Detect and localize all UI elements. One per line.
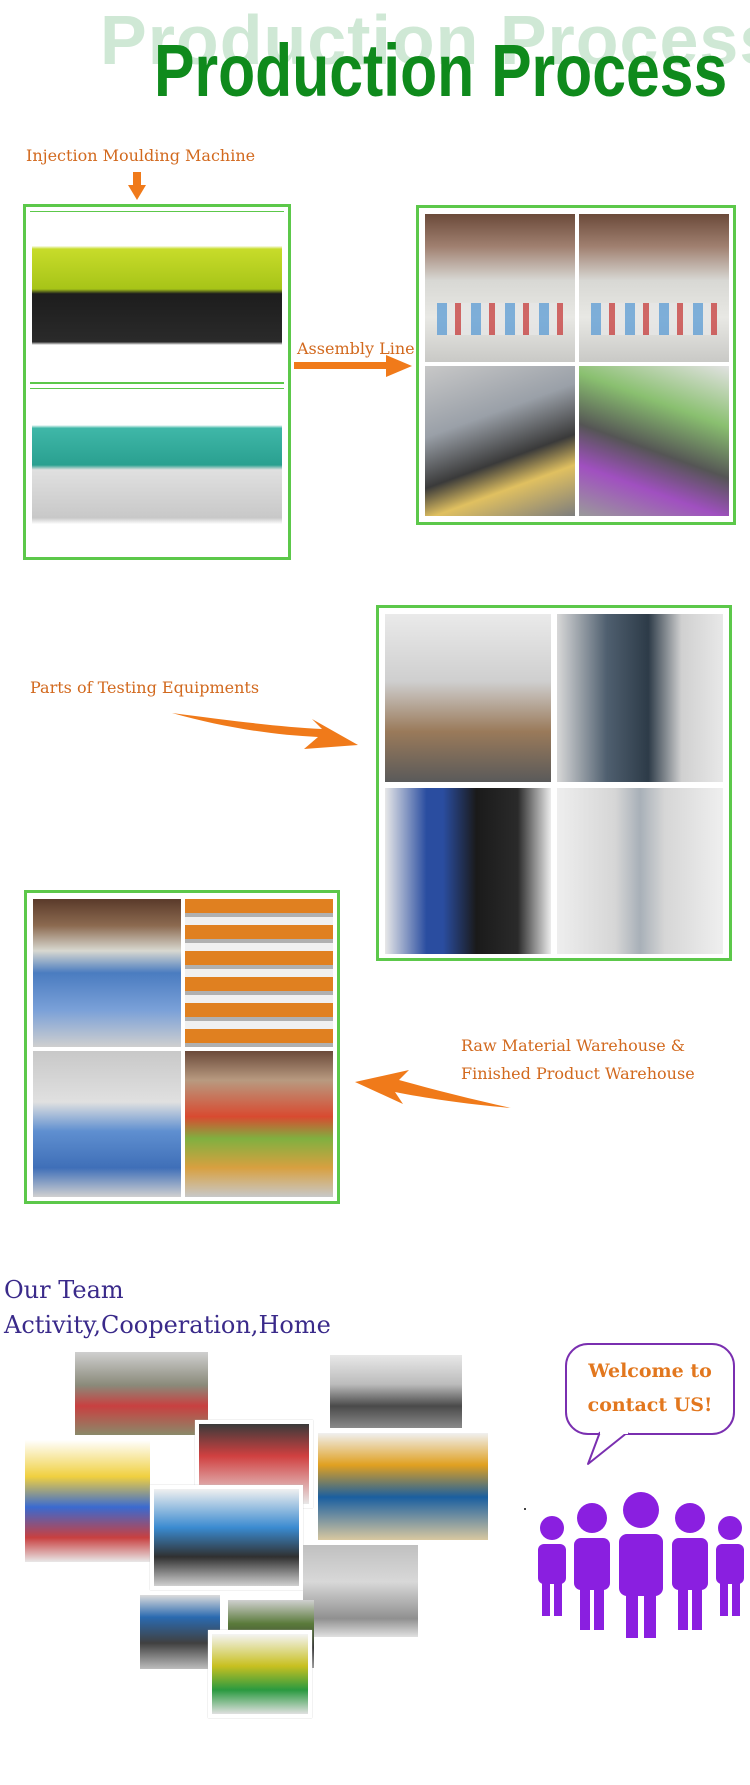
left-arrow-icon (355, 1070, 511, 1108)
assembly-photo-1 (425, 214, 575, 362)
team-photo-household-expo (318, 1433, 488, 1540)
warehouse-photo-2 (185, 899, 333, 1047)
injection-machines-frame (23, 204, 291, 560)
team-photo-hiking (75, 1352, 208, 1435)
team-photo-expo-booth (25, 1440, 150, 1562)
contact-line1: Welcome to (588, 1360, 712, 1382)
injection-label: Injection Moulding Machine (26, 146, 256, 165)
warehouse-frame (24, 890, 340, 1204)
team-photo-fair (208, 1630, 312, 1718)
testing-photo-3 (385, 788, 551, 954)
right-arrow-icon (294, 355, 412, 377)
warehouse-photo-3 (33, 1051, 181, 1197)
speech-bubble-icon (565, 1343, 735, 1465)
testing-label: Parts of Testing Equipments (30, 678, 260, 697)
team-heading: Our Team (4, 1276, 124, 1304)
testing-photo-4 (557, 788, 723, 954)
people-group-icon (538, 1492, 744, 1638)
injection-machine-photo-2 (32, 393, 282, 553)
title-shadow: Production Process (100, 1, 750, 79)
down-arrow-icon (128, 172, 146, 200)
assembly-line-frame (416, 205, 736, 525)
warehouse-photo-4 (185, 1051, 333, 1197)
warehouse-photo-1 (33, 899, 181, 1047)
warehouse-label-line2: Finished Product Warehouse (461, 1064, 695, 1083)
page-title: Production Process (154, 29, 728, 112)
warehouse-label-line1: Raw Material Warehouse & (461, 1036, 686, 1055)
assembly-label: Assembly Line (297, 339, 415, 358)
team-photo-outdoor (330, 1355, 462, 1428)
right-arrow-icon (172, 713, 358, 749)
contact-line2: contact US! (587, 1394, 713, 1416)
assembly-photo-2 (579, 214, 729, 362)
team-photo-group-banner (150, 1485, 303, 1590)
dot-decoration (524, 1508, 526, 1510)
testing-equipments-frame (376, 605, 732, 961)
team-photo-building (303, 1545, 418, 1637)
injection-machine-photo-1 (32, 217, 282, 377)
testing-photo-1 (385, 614, 551, 782)
team-subheading: Activity,Cooperation,Home (4, 1311, 331, 1339)
testing-photo-2 (557, 614, 723, 782)
assembly-photo-4 (579, 366, 729, 516)
assembly-photo-3 (425, 366, 575, 516)
team-photo-booth (140, 1595, 220, 1669)
